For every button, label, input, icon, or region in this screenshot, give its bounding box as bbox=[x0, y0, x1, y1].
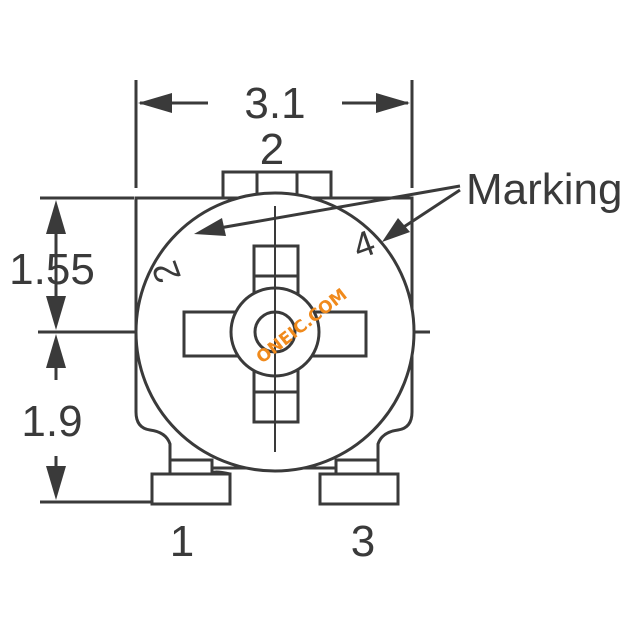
pin-1-pad bbox=[150, 472, 232, 506]
upper-height-label: 1.55 bbox=[9, 245, 95, 294]
pin-label-2: 2 bbox=[260, 125, 284, 174]
pin-3-pad bbox=[318, 472, 400, 506]
pin-label-3: 3 bbox=[351, 517, 375, 566]
marking-arrow-right bbox=[382, 218, 410, 242]
pin-3-lead bbox=[334, 460, 380, 474]
width-arrow-left bbox=[138, 93, 172, 113]
lower-height-label: 1.9 bbox=[21, 397, 82, 446]
lower-arrow-top bbox=[46, 334, 66, 368]
lower-arrow-bottom bbox=[46, 466, 66, 500]
upper-arrow-bottom bbox=[46, 296, 66, 330]
marking-leader-left bbox=[207, 184, 461, 232]
upper-arrow-top bbox=[46, 200, 66, 234]
marking-label: Marking bbox=[466, 165, 623, 214]
pin-1-lead bbox=[168, 460, 231, 476]
width-arrow-right bbox=[376, 93, 410, 113]
marking-arrow-left bbox=[194, 218, 226, 236]
width-label: 3.1 bbox=[244, 79, 305, 128]
pin-label-1: 1 bbox=[170, 517, 194, 566]
